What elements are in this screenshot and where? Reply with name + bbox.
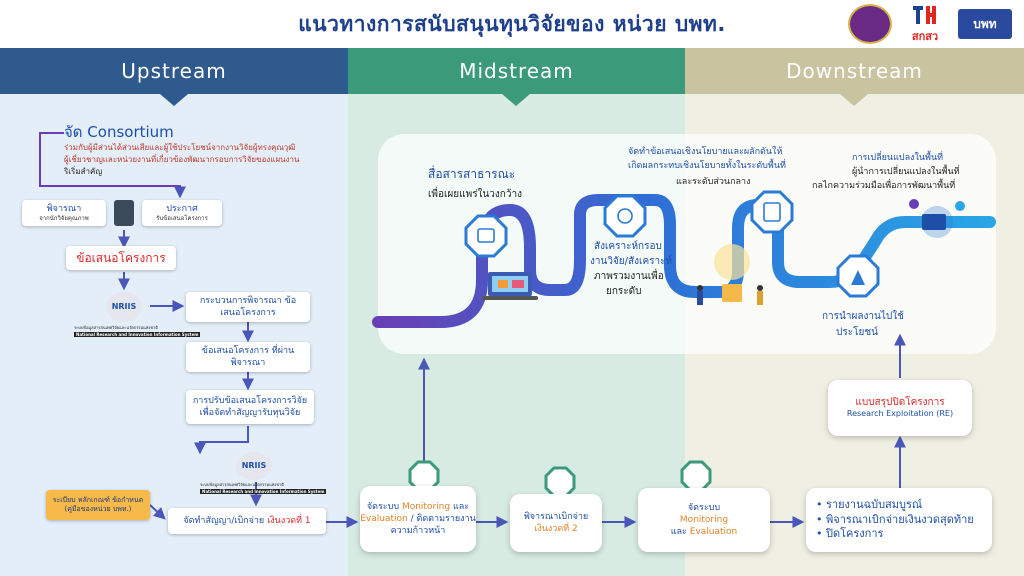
synth-c: ภาพรวมงานเพื่อ <box>594 271 664 282</box>
downstream-notch <box>840 94 868 106</box>
adjust-step-box: การปรับข้อเสนอโครงการวิจัย เพื่อจัดทำสัญ… <box>186 390 314 424</box>
synth-d: ยกระดับ <box>606 286 642 297</box>
final-card: • รายงานฉบับสมบูรณ์ • พิจารณาเบิกจ่ายเงิ… <box>806 488 992 552</box>
re-card: แบบสรุปปิดโครงการ Research Exploitation … <box>828 380 972 436</box>
upstream-header: Upstream <box>0 48 348 94</box>
policy-b: เกิดผลกระทบเชิงนโยบายทั้งในระดับพื้นที่ <box>628 161 786 171</box>
nriis-name-2: NRIIS <box>241 461 267 470</box>
contract-box: จัดทำสัญญา/เบิกจ่าย เงินงวดที่ 1 <box>168 508 326 534</box>
document-icon <box>114 200 134 226</box>
proposal-box: ข้อเสนอโครงการ <box>66 246 176 270</box>
adjust-step-label: การปรับข้อเสนอโครงการวิจัย เพื่อจัดทำสัญ… <box>192 395 308 418</box>
change-a: การเปลี่ยนแปลงในพื้นที่ <box>852 153 944 163</box>
synth-b: งานวิจัย/สังเคราะห์ <box>590 255 672 269</box>
consortium-desc-1: ร่วมกับผู้มีส่วนได้ส่วนเสียและผู้ใช้ประโ… <box>64 143 296 152</box>
monitor-2-line-3: และ Evaluation <box>638 526 770 538</box>
nriis-caption-en-1: National Research and Innovation Informa… <box>74 332 201 338</box>
re-sub: Research Exploitation (RE) <box>846 409 954 419</box>
regulation-label: ระเบียบ หลักเกณฑ์ ข้อกำหนด (คู่มือของหน่… <box>52 495 144 513</box>
tsri-logo: สกสว <box>905 4 945 44</box>
consider-box: พิจารณา จากนักวิจัยคุณภาพ <box>22 200 106 226</box>
contract-label-1: จัดทำสัญญา/เบิกจ่าย <box>183 515 265 526</box>
university-seal-icon <box>848 4 892 44</box>
use-a: การนำผลงานไปใช้ <box>822 311 904 322</box>
tsri-mark-icon <box>913 6 936 24</box>
consortium-desc-2: ผู้เชี่ยวชาญและหน่วยงานที่เกี่ยวข้องพัฒน… <box>64 155 300 164</box>
monitor-1-c: และ <box>452 501 470 512</box>
final-item-2-text: พิจารณาเบิกจ่ายเงินงวดสุดท้าย <box>826 512 974 526</box>
re-title: แบบสรุปปิดโครงการ <box>855 396 945 408</box>
disburse-2-a: พิจารณาเบิกจ่าย <box>523 511 589 522</box>
nriis-caption-th-1: ระบบข้อมูลสารสนเทศวิจัยและนวัตกรรมแห่งชา… <box>74 325 158 330</box>
change-b: ผู้นำการเปลี่ยนแปลงในพื้นที่ <box>852 167 960 177</box>
proposal-label: ข้อเสนอโครงการ <box>76 250 166 265</box>
midstream-header: Midstream <box>348 48 685 94</box>
review-step-label: กระบวนการพิจารณา ข้อเสนอโครงการ <box>199 295 297 318</box>
policy-c: และระดับส่วนกลาง <box>676 177 751 187</box>
consortium-title: จัด Consortium <box>64 123 174 141</box>
monitor-1-e: / ติดตามรายงาน <box>410 513 476 524</box>
nriis-caption-en-2: National Research and Innovation Informa… <box>200 489 327 495</box>
monitor-1-a: จัดระบบ <box>366 501 400 512</box>
review-step-box: กระบวนการพิจารณา ข้อเสนอโครงการ <box>186 292 310 322</box>
nriis-logo-1: NRIIS <box>106 292 142 322</box>
monitor-2-c: และ <box>670 527 687 538</box>
policy-a: จัดทำข้อเสนอเชิงนโยบายและผลักดันให้ <box>628 147 783 157</box>
change-c: กลไกความร่วมมือเพื่อการพัฒนาพื้นที่ <box>812 181 956 191</box>
comm-sub: เพื่อเผยแพร่ในวงกว้าง <box>428 189 522 200</box>
pmu-logo: บพท <box>958 9 1012 39</box>
disburse-2-b: เงินงวดที่ 2 <box>534 524 578 534</box>
final-item-2: • พิจารณาเบิกจ่ายเงินงวดสุดท้าย <box>816 512 974 526</box>
monitor-1-b: Monitoring <box>401 501 451 512</box>
tsri-logo-text: สกสว <box>911 30 939 43</box>
comm-title: สื่อสารสาธารณะ <box>428 167 516 181</box>
synth-b-text: งานวิจัย/สังเคราะห์ <box>590 256 673 267</box>
disburse-2-card: พิจารณาเบิกจ่าย เงินงวดที่ 2 <box>510 494 602 552</box>
monitor-1-line-2: Evaluation / ติดตามรายงาน <box>360 513 476 525</box>
monitor-1-f: ความก้าวหน้า <box>390 526 446 537</box>
final-item-3: • ปิดโครงการ <box>816 527 884 541</box>
consider-label: พิจารณา <box>46 203 82 214</box>
passed-step-label: ข้อเสนอโครงการ ที่ผ่านพิจารณา <box>201 345 295 368</box>
monitor-2-a: จัดระบบ <box>687 502 721 513</box>
header: แนวทางการสนับสนุนทุนวิจัยของ หน่วย บพท. … <box>0 0 1024 48</box>
announce-label: ประกาศ <box>166 203 198 214</box>
synth-a: สังเคราะห์กรอบ <box>594 241 662 252</box>
announce-sub: รับข้อเสนอโครงการ <box>156 215 208 223</box>
midstream-notch <box>502 94 530 106</box>
monitor-1-card: จัดระบบ Monitoring และ Evaluation / ติดต… <box>360 486 476 552</box>
passed-step-box: ข้อเสนอโครงการ ที่ผ่านพิจารณา <box>186 342 310 372</box>
monitor-1-line-1: จัดระบบ Monitoring และ <box>360 501 476 513</box>
announce-box: ประกาศ รับข้อเสนอโครงการ <box>142 200 222 226</box>
regulation-box: ระเบียบ หลักเกณฑ์ ข้อกำหนด (คู่มือของหน่… <box>46 490 150 520</box>
nriis-logo-2: NRIIS <box>236 452 272 480</box>
monitor-1-d: Evaluation <box>360 513 408 524</box>
consortium-desc-3: ริเริ่มสำคัญ <box>64 167 103 176</box>
upstream-notch <box>160 94 188 106</box>
final-item-1: • รายงานฉบับสมบูรณ์ <box>816 497 923 511</box>
use-b: ประโยชน์ <box>836 327 878 338</box>
monitor-2-card: จัดระบบ Monitoring และ Evaluation <box>638 488 770 552</box>
final-item-1-text: รายงานฉบับสมบูรณ์ <box>826 497 923 511</box>
downstream-header: Downstream <box>685 48 1024 94</box>
nriis-name-1: NRIIS <box>111 302 137 311</box>
page-title: แนวทางการสนับสนุนทุนวิจัยของ หน่วย บพท. <box>298 12 726 36</box>
monitor-2-d: Evaluation <box>689 527 738 538</box>
final-item-3-text: ปิดโครงการ <box>826 527 884 541</box>
monitor-2-b: Monitoring <box>679 514 729 525</box>
nriis-caption-th-2: ระบบข้อมูลสารสนเทศวิจัยและนวัตกรรมแห่งชา… <box>200 482 284 487</box>
contract-label-2: เงินงวดที่ 1 <box>267 515 311 526</box>
consider-sub: จากนักวิจัยคุณภาพ <box>39 215 89 223</box>
